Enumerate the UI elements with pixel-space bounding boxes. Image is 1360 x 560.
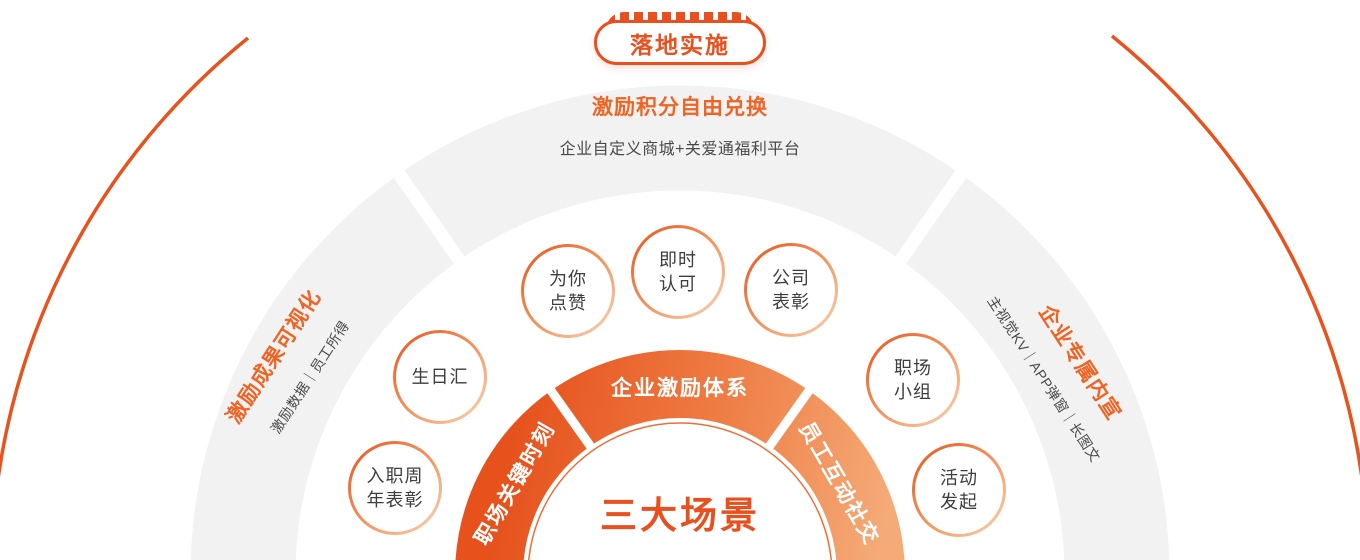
outer-top-subtitle: 企业自定义商城+关爱通福利平台 [559,141,801,158]
orange-ring-divider-left [543,382,600,457]
orange-ring-divider-right [760,382,817,457]
bubble-workplace-group: 职场 小组 [866,333,960,427]
bubble-activity-launch: 活动 发起 [912,443,1006,537]
center-disc [528,422,832,560]
right-outer-arc [1110,34,1360,477]
bubble-instant-recognition: 即时 认可 [631,225,725,319]
gray-ring-divider-left [384,157,475,278]
bubble-birthday: 生日汇 [393,330,487,424]
left-outer-arc [0,36,250,478]
implementation-badge: 落地实施 [594,20,766,65]
outer-top-title: 激励积分自由兑换 [592,96,768,119]
inner-orange-ring [455,350,905,560]
outer-gray-ring [190,85,1170,560]
implementation-badge-label: 落地实施 [630,31,730,58]
bubble-like: 为你 点赞 [521,244,615,338]
bubble-anniversary: 入职周 年表彰 [348,441,442,535]
inner-ring-top-label: 企业激励体系 [611,377,749,400]
center-title: 三大场景 [600,495,760,536]
bubble-company-award: 公司 表彰 [744,243,838,337]
gray-ring-divider-right [885,157,976,278]
